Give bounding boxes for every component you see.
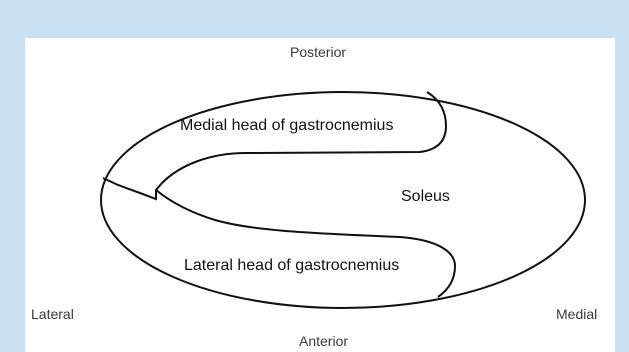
soleus-label: Soleus <box>401 188 450 206</box>
lateral-label: Lateral <box>31 306 74 322</box>
lateral-septum-line <box>103 178 156 199</box>
medial-head-label: Medial head of gastrocnemius <box>180 117 393 135</box>
anterior-label: Anterior <box>299 333 348 349</box>
posterior-label: Posterior <box>290 44 346 60</box>
lateral-head-label: Lateral head of gastrocnemius <box>184 257 399 275</box>
medial-label: Medial <box>556 306 597 322</box>
